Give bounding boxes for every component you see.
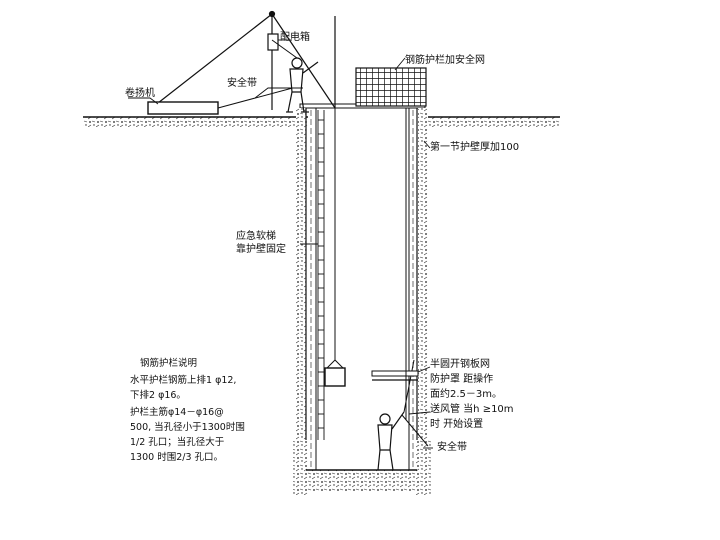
worker-bottom: [377, 411, 405, 471]
label-winch: 卷扬机: [125, 86, 155, 99]
ground-surface: [83, 116, 560, 127]
label-half-circle-line2: 防护罩 距操作: [430, 372, 493, 385]
well-shaft: [293, 103, 431, 495]
winch: [147, 101, 219, 115]
label-safety-belt-bottom: 安全带: [437, 440, 467, 453]
worker-top: [286, 57, 319, 113]
label-first-ring-wall: 第一节护壁厚加100: [430, 140, 519, 153]
rebar-guard-net: [355, 67, 427, 107]
notes-line-3: 护栏主筋φ14－φ16@: [130, 406, 224, 418]
label-distribution-box: 配电箱: [280, 30, 310, 43]
label-half-circle-line3: 面约2.5－3m。: [430, 387, 502, 400]
gantry-frame: [157, 10, 336, 110]
label-half-circle-line1: 半圆开钢板网: [430, 357, 490, 370]
label-emergency-ladder-line2: 靠护壁固定: [236, 242, 286, 255]
distribution-box: [267, 33, 279, 51]
label-emergency-ladder-line1: 应急软梯: [236, 229, 276, 242]
notes-line-1: 水平护栏钢筋上排1 φ12,: [130, 374, 236, 386]
protective-cover: [371, 370, 419, 381]
notes-line-2: 下排2 φ16。: [130, 389, 186, 401]
emergency-rope-ladder: [317, 110, 325, 440]
hoist-rope: [217, 16, 336, 360]
notes-line-6: 1300 时围2/3 孔口。: [130, 451, 223, 463]
leader-lines: [128, 39, 433, 449]
notes-line-5: 1/2 孔口；当孔径大于: [130, 436, 224, 448]
label-safety-belt-top: 安全带: [227, 76, 257, 89]
notes-title: 钢筋护栏说明: [140, 357, 197, 369]
label-air-pipe-line1: 送风管 当h ≥10m: [430, 402, 514, 415]
label-air-pipe-line2: 时 开始设置: [430, 417, 483, 430]
notes-line-4: 500, 当孔径小于1300时围: [130, 421, 245, 433]
label-rebar-guard-net: 钢筋护栏加安全网: [405, 53, 485, 66]
hoist-bucket: [324, 359, 346, 387]
guardrail-notes: 钢筋护栏说明 水平护栏钢筋上排1 φ12, 下排2 φ16。 护栏主筋φ14－φ…: [130, 357, 245, 463]
